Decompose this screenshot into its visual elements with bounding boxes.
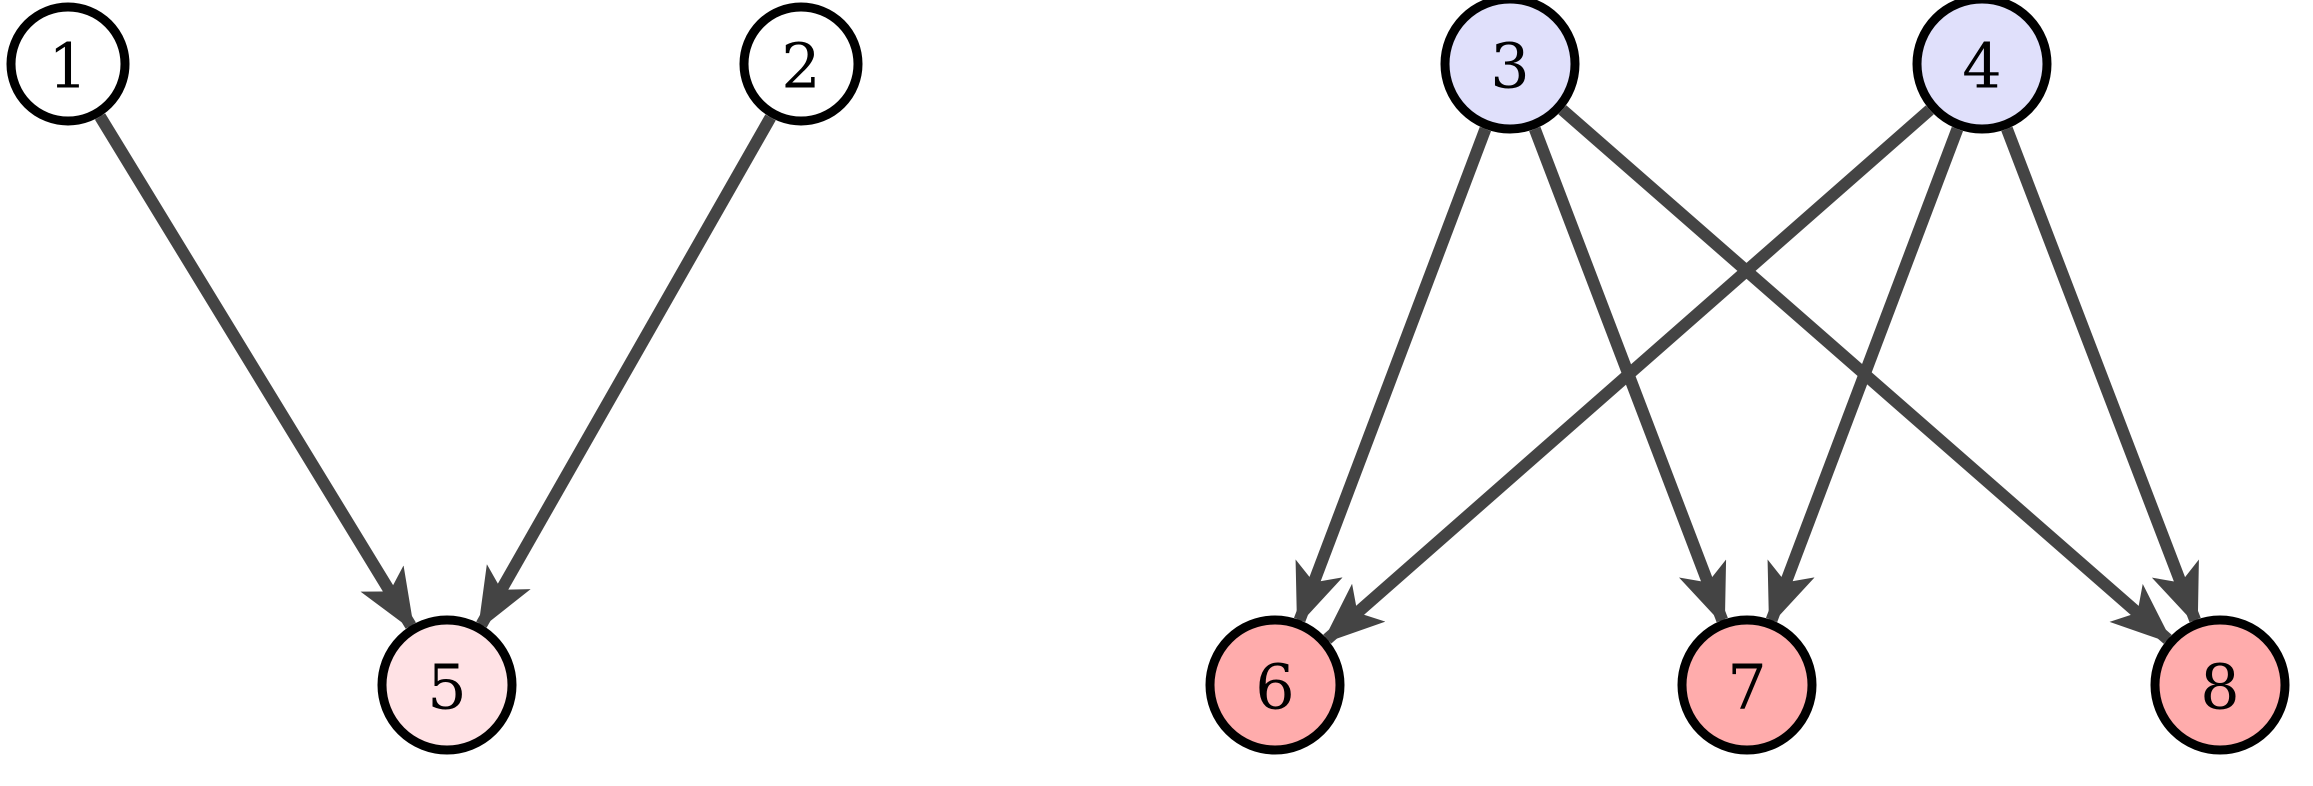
node-label-3: 3 <box>1490 30 1529 103</box>
node-label-8: 8 <box>2200 651 2239 724</box>
node-circle-5[interactable] <box>377 615 517 755</box>
node-label-5: 5 <box>427 651 466 724</box>
graph-node-6[interactable]: 6 <box>1205 615 1345 755</box>
node-circle-2[interactable] <box>739 2 863 126</box>
node-circle-3[interactable] <box>1440 0 1580 134</box>
graph-node-7[interactable]: 7 <box>1677 615 1817 755</box>
graph-edge-3-to-6[interactable] <box>1293 126 1492 627</box>
node-circle-1[interactable] <box>6 2 130 126</box>
node-circle-4[interactable] <box>1912 0 2052 134</box>
node-label-1: 1 <box>48 30 87 103</box>
graph-node-2[interactable]: 2 <box>739 2 863 126</box>
node-circle-7[interactable] <box>1677 615 1817 755</box>
node-layer: 1 2 3 4 5 6 7 8 <box>6 0 2290 755</box>
graph-edge-1-to-5[interactable] <box>94 113 416 632</box>
graph-node-5[interactable]: 5 <box>377 615 517 755</box>
node-label-4: 4 <box>1962 30 2001 103</box>
graph-edge-4-to-8[interactable] <box>2001 126 2201 627</box>
edge-layer <box>94 105 2201 644</box>
node-circle-6[interactable] <box>1205 615 1345 755</box>
graph-node-3[interactable]: 3 <box>1440 0 1580 134</box>
graph-node-1[interactable]: 1 <box>6 2 130 126</box>
node-circle-8[interactable] <box>2150 615 2290 755</box>
node-label-7: 7 <box>1727 651 1766 724</box>
graph-node-4[interactable]: 4 <box>1912 0 2052 134</box>
node-label-6: 6 <box>1255 651 1294 724</box>
graph-edge-4-to-7[interactable] <box>1765 126 1964 627</box>
graph-node-8[interactable]: 8 <box>2150 615 2290 755</box>
node-label-2: 2 <box>781 30 820 103</box>
graph-edge-2-to-5[interactable] <box>476 114 776 631</box>
graph-edge-4-to-6[interactable] <box>1321 105 1934 644</box>
